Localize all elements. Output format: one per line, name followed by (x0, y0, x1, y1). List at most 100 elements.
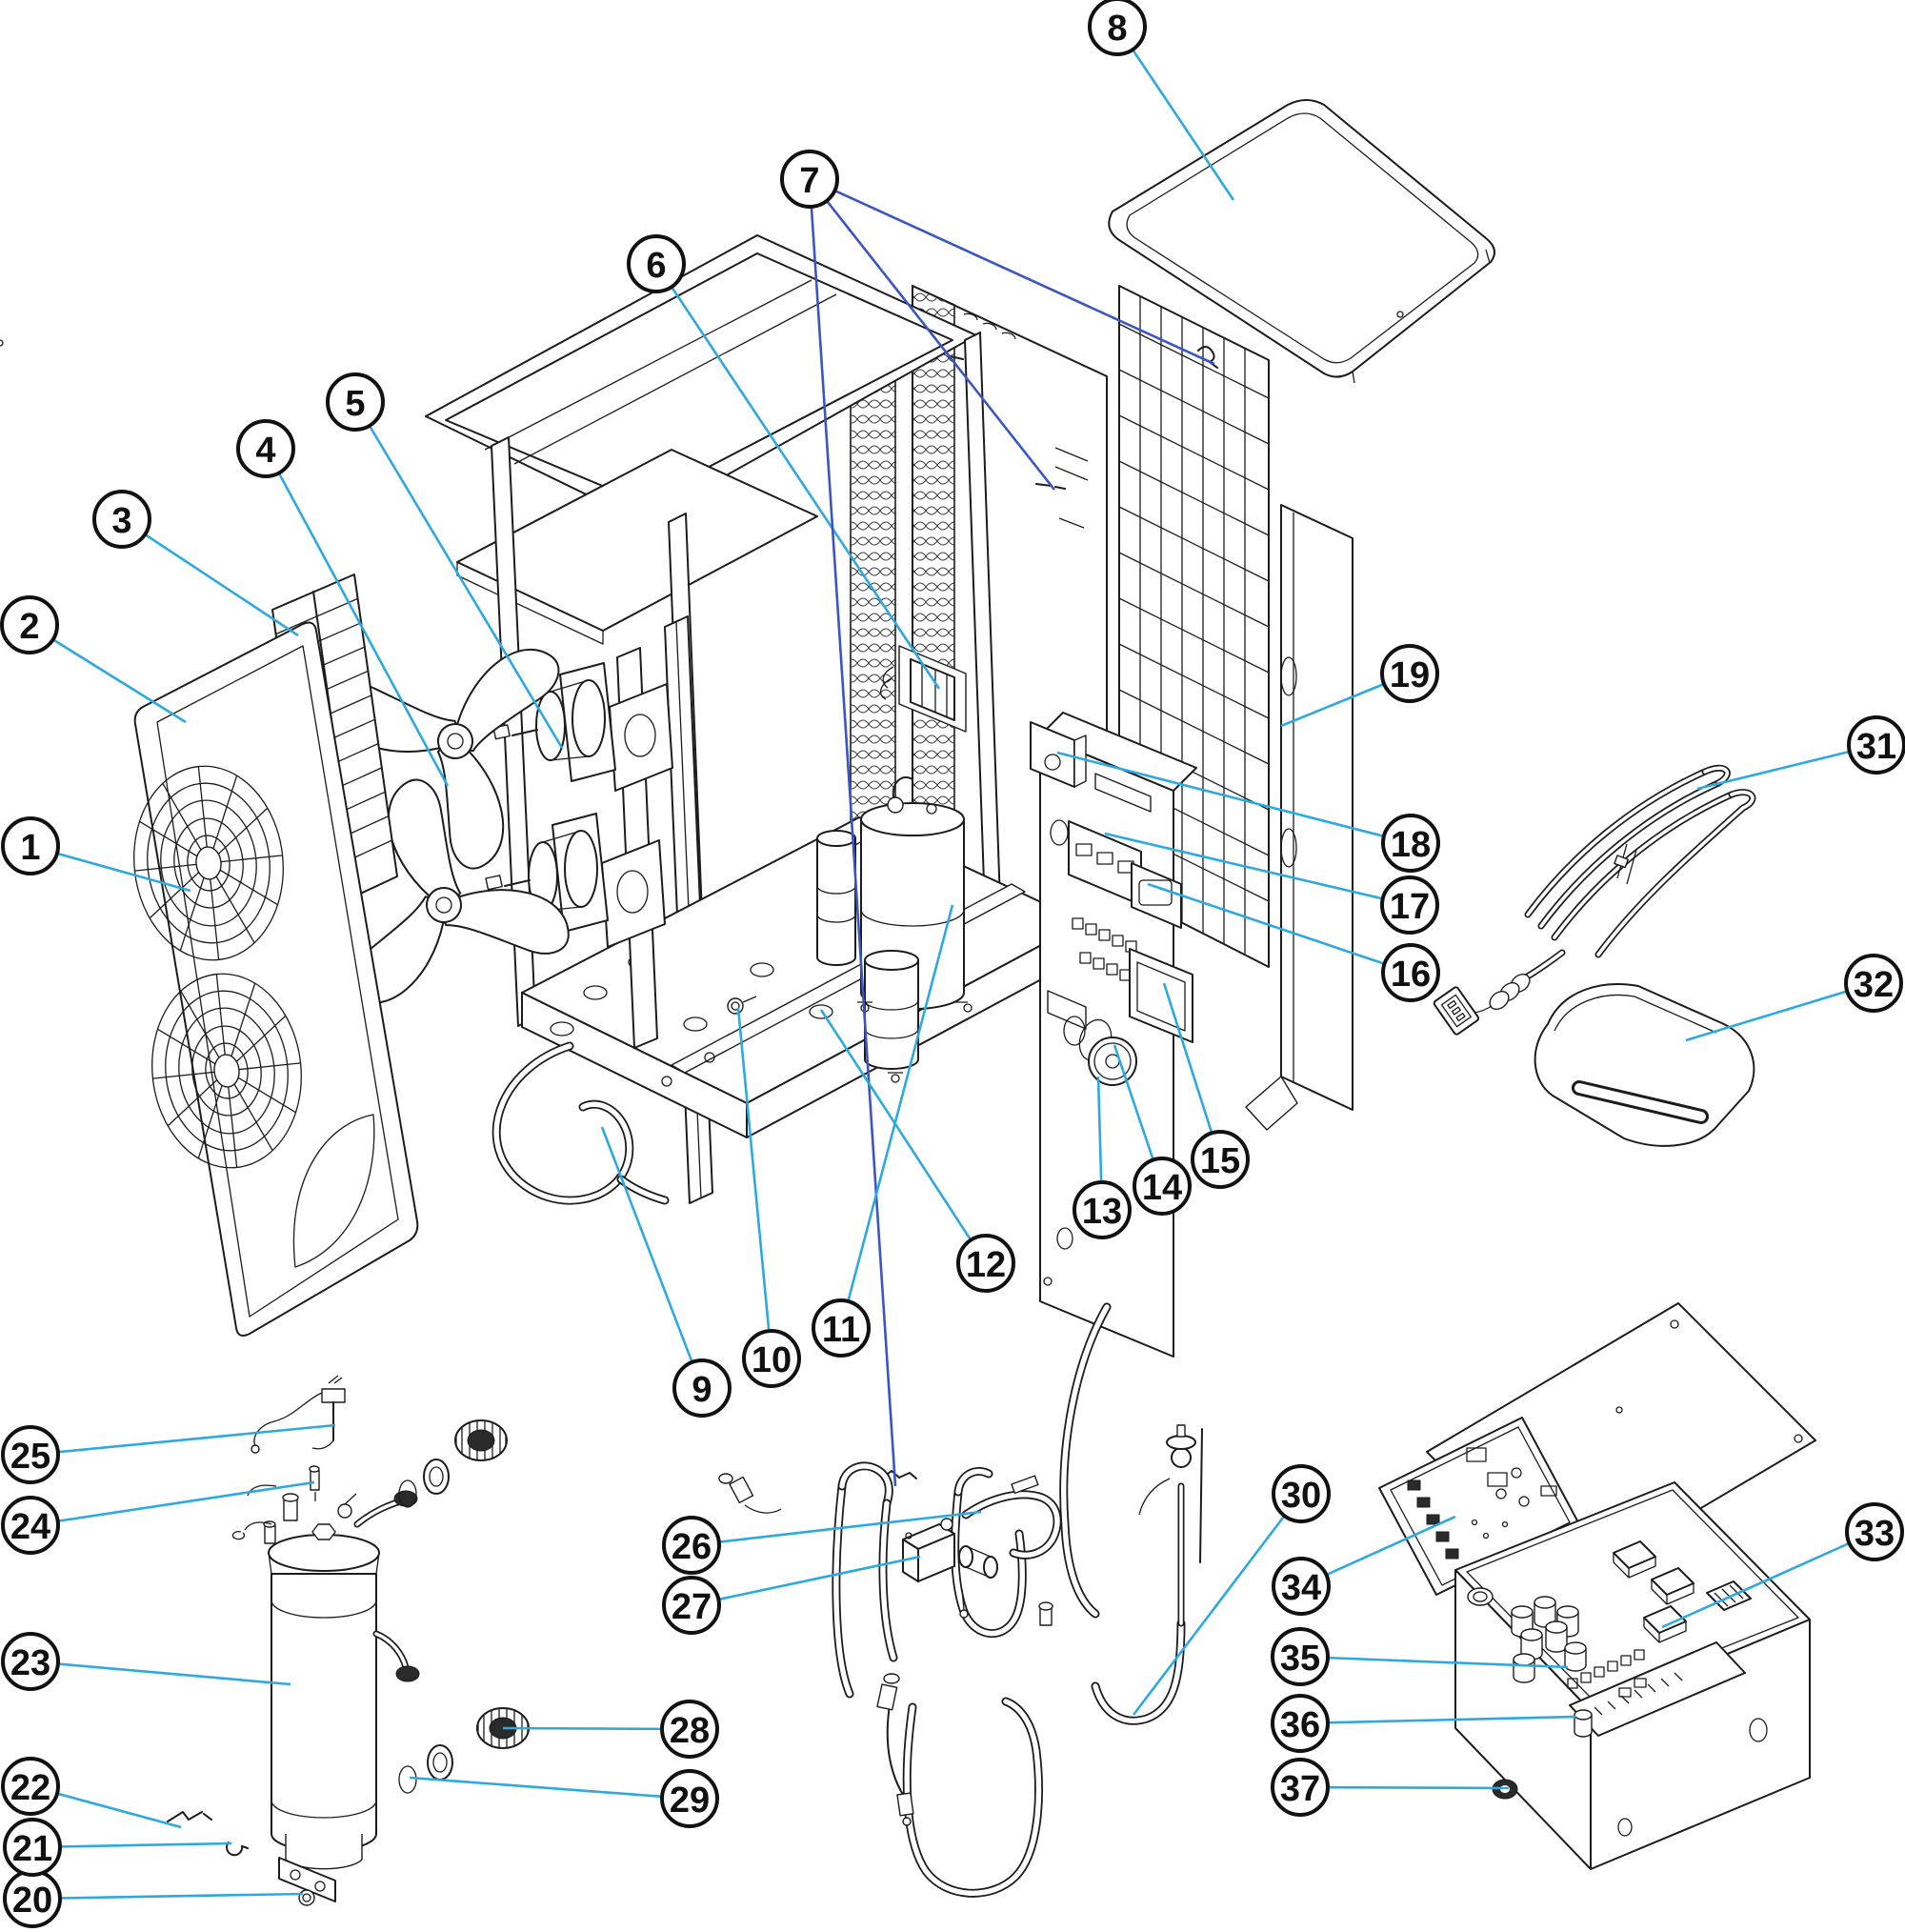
callout-37[interactable]: 37 (1271, 1758, 1510, 1817)
leader-line (409, 1776, 691, 1801)
balloon-circle[interactable] (1380, 644, 1439, 703)
leader-line (1147, 882, 1412, 975)
leader-line (30, 1480, 315, 1527)
balloon-number: 8 (1107, 9, 1127, 49)
balloon-circle[interactable] (742, 1329, 801, 1388)
leader-line (1056, 751, 1412, 845)
balloon-circle[interactable] (660, 1700, 719, 1759)
balloon-circle[interactable] (1847, 715, 1905, 775)
callout-7[interactable]: 7 (780, 150, 1215, 1487)
callout-28[interactable]: 28 (502, 1700, 719, 1759)
balloon-circle[interactable] (1, 1496, 60, 1555)
leader-line (502, 1726, 691, 1731)
callout-35[interactable]: 35 (1271, 1627, 1569, 1686)
callout-6[interactable]: 6 (627, 234, 941, 690)
leader-line (1661, 1530, 1875, 1629)
leader-line (808, 178, 897, 1487)
callout-9[interactable]: 9 (600, 1126, 732, 1418)
callout-26[interactable]: 26 (662, 1510, 982, 1575)
callout-4[interactable]: 4 (236, 419, 450, 787)
callout-30[interactable]: 30 (1132, 1464, 1331, 1716)
callout-12[interactable]: 12 (819, 1009, 1015, 1293)
balloon-circle[interactable] (672, 1358, 732, 1418)
balloon-circle[interactable] (1381, 943, 1440, 1002)
balloon-circle[interactable] (1, 816, 60, 875)
balloon-circle[interactable] (662, 1576, 721, 1635)
callout-15[interactable]: 15 (1162, 982, 1250, 1189)
balloon-circle[interactable] (1272, 1557, 1331, 1616)
top-cover-panel (0, 99, 1495, 384)
balloon-number: 15 (1200, 1141, 1240, 1181)
union-gasket-set-bottom (398, 1707, 530, 1794)
balloon-number: 28 (670, 1711, 710, 1751)
balloon-circle[interactable] (236, 419, 295, 478)
motor-mount-plates (601, 647, 673, 1049)
callout-1[interactable]: 1 (1, 816, 191, 893)
balloon-circle[interactable] (1272, 1464, 1331, 1523)
leader-line (264, 448, 450, 787)
callout-22[interactable]: 22 (1, 1757, 182, 1829)
fan-motors (485, 662, 616, 933)
callout-16[interactable]: 16 (1147, 882, 1440, 1002)
callout-24[interactable]: 24 (1, 1480, 315, 1555)
balloon-circle[interactable] (1271, 1694, 1330, 1753)
balloon-circle[interactable] (660, 1769, 719, 1828)
callout-14[interactable]: 14 (1113, 1044, 1192, 1216)
callout-20[interactable]: 20 (3, 1869, 304, 1928)
balloon-circle[interactable] (1, 1632, 60, 1691)
callout-32[interactable]: 32 (1685, 954, 1903, 1042)
balloon-number: 21 (12, 1829, 52, 1869)
callout-10[interactable]: 10 (736, 1007, 801, 1388)
callout-25[interactable]: 25 (1, 1423, 336, 1484)
callout-21[interactable]: 21 (3, 1818, 232, 1877)
balloon-circle[interactable] (1, 1425, 60, 1484)
callout-29[interactable]: 29 (409, 1769, 719, 1828)
balloon-circle[interactable] (1191, 1130, 1250, 1189)
callout-19[interactable]: 19 (1280, 644, 1439, 728)
balloon-number: 16 (1391, 955, 1431, 995)
balloon-circle[interactable] (780, 150, 839, 209)
callout-8[interactable]: 8 (1088, 0, 1235, 201)
callout-36[interactable]: 36 (1271, 1694, 1576, 1753)
callout-27[interactable]: 27 (662, 1555, 921, 1635)
balloon-number: 29 (670, 1781, 710, 1821)
callout-2[interactable]: 2 (0, 595, 187, 724)
balloon-circle[interactable] (956, 1234, 1015, 1293)
balloon-circle[interactable] (1381, 814, 1440, 873)
callout-17[interactable]: 17 (1104, 832, 1439, 935)
callout-18[interactable]: 18 (1056, 751, 1440, 873)
callout-23[interactable]: 23 (1, 1632, 291, 1691)
balloon-circle[interactable] (1, 1757, 60, 1816)
balloon-circle[interactable] (1271, 1627, 1330, 1686)
balloon-circle[interactable] (627, 234, 686, 293)
balloon-circle[interactable] (92, 490, 151, 549)
balloon-circle[interactable] (1073, 1180, 1132, 1239)
balloon-number: 34 (1281, 1568, 1321, 1608)
balloon-circle[interactable] (812, 1298, 871, 1358)
callout-11[interactable]: 11 (812, 904, 954, 1358)
balloon-circle[interactable] (3, 1818, 62, 1877)
balloon-circle[interactable] (1271, 1758, 1330, 1817)
callout-5[interactable]: 5 (326, 372, 564, 749)
balloon-circle[interactable] (1133, 1157, 1192, 1216)
callout-33[interactable]: 33 (1661, 1502, 1904, 1629)
leader-line (654, 263, 941, 690)
bleed-pin (309, 1465, 320, 1501)
balloon-circle[interactable] (0, 595, 59, 654)
defrost-sensor-bracket (1030, 721, 1087, 788)
balloon-circle[interactable] (1845, 1502, 1904, 1561)
balloon-circle[interactable] (326, 372, 385, 432)
callout-34[interactable]: 34 (1272, 1515, 1456, 1616)
balloon-circle[interactable] (1088, 0, 1147, 56)
balloon-circle[interactable] (662, 1516, 721, 1575)
filter-drier (864, 950, 919, 1070)
balloon-circle[interactable] (1380, 875, 1439, 935)
callout-13[interactable]: 13 (1073, 1076, 1132, 1239)
balloon-circle[interactable] (1844, 954, 1903, 1013)
expansion-valve (902, 1518, 998, 1619)
balloon-number: 3 (111, 501, 131, 541)
balloon-number: 25 (10, 1437, 50, 1477)
callout-31[interactable]: 31 (1696, 715, 1905, 791)
winter-cover (1534, 983, 1755, 1147)
callout-3[interactable]: 3 (92, 490, 299, 637)
